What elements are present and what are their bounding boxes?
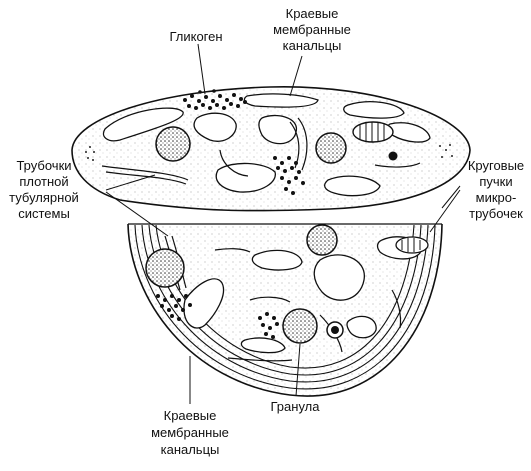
dense-tubule <box>214 248 251 253</box>
vacuole <box>240 337 286 354</box>
dense-tubule <box>227 357 293 362</box>
bottom-section <box>127 223 443 397</box>
svg-text:плотной: плотной <box>19 174 68 189</box>
label-microtubule-bundles: Круговые пучки микро- трубочек <box>468 158 524 221</box>
dense-tubule <box>219 149 249 177</box>
vacuole <box>346 315 377 339</box>
leader-lines <box>105 43 461 404</box>
label-edge-canals-top: Краевые мембранные канальцы <box>273 6 351 53</box>
svg-text:Краевые: Краевые <box>286 6 339 21</box>
label-edge-canals-bottom: Краевые мембранные канальцы <box>151 408 229 457</box>
granule-icon <box>315 132 347 164</box>
dense-tubule <box>297 117 308 171</box>
vacuole <box>323 175 381 197</box>
glycogen-cluster-bottom <box>258 312 279 339</box>
granule-icon <box>145 248 185 288</box>
vacuole <box>215 162 276 193</box>
vacuole <box>258 114 297 145</box>
mitochondrion-icon <box>352 121 394 143</box>
svg-text:Трубочки: Трубочки <box>16 158 71 173</box>
svg-text:системы: системы <box>18 206 70 221</box>
svg-text:Краевые: Краевые <box>164 408 217 423</box>
label-glycogen: Гликоген <box>169 29 222 44</box>
label-dense-tubular-system: Трубочки плотной тубулярной системы <box>9 158 79 221</box>
vacuole <box>251 249 303 271</box>
label-granule: Гранула <box>271 399 321 414</box>
dense-tubule <box>101 165 189 181</box>
vacuole <box>343 101 405 119</box>
dense-tubule <box>374 162 421 168</box>
svg-text:мембранные: мембранные <box>273 22 351 37</box>
dense-body-icon <box>326 321 344 339</box>
vacuole <box>102 107 184 142</box>
vacuole <box>313 254 365 301</box>
glycogen-cluster-mid <box>273 156 305 195</box>
glycogen-cluster-left <box>156 294 192 321</box>
granule-icon <box>306 224 338 256</box>
svg-text:Круговые: Круговые <box>468 158 524 173</box>
granule-icon <box>155 126 191 162</box>
svg-text:канальцы: канальцы <box>161 442 220 457</box>
svg-text:трубочек: трубочек <box>469 206 523 221</box>
edge-dots-left <box>85 146 95 161</box>
svg-text:микро-: микро- <box>476 190 517 205</box>
svg-text:пучки: пучки <box>479 174 512 189</box>
svg-text:тубулярной: тубулярной <box>9 190 79 205</box>
granule-icon <box>282 308 318 344</box>
dense-tubule <box>249 296 291 303</box>
dense-tubule <box>391 289 402 329</box>
mitochondrion-icon <box>395 236 429 254</box>
svg-text:мембранные: мембранные <box>151 425 229 440</box>
svg-text:канальцы: канальцы <box>283 38 342 53</box>
dense-body-icon <box>388 151 398 161</box>
top-section <box>71 86 471 212</box>
glycogen-cluster-top <box>183 89 247 110</box>
edge-dots-right <box>439 144 453 158</box>
vacuole <box>183 278 225 329</box>
vacuole <box>193 112 237 142</box>
